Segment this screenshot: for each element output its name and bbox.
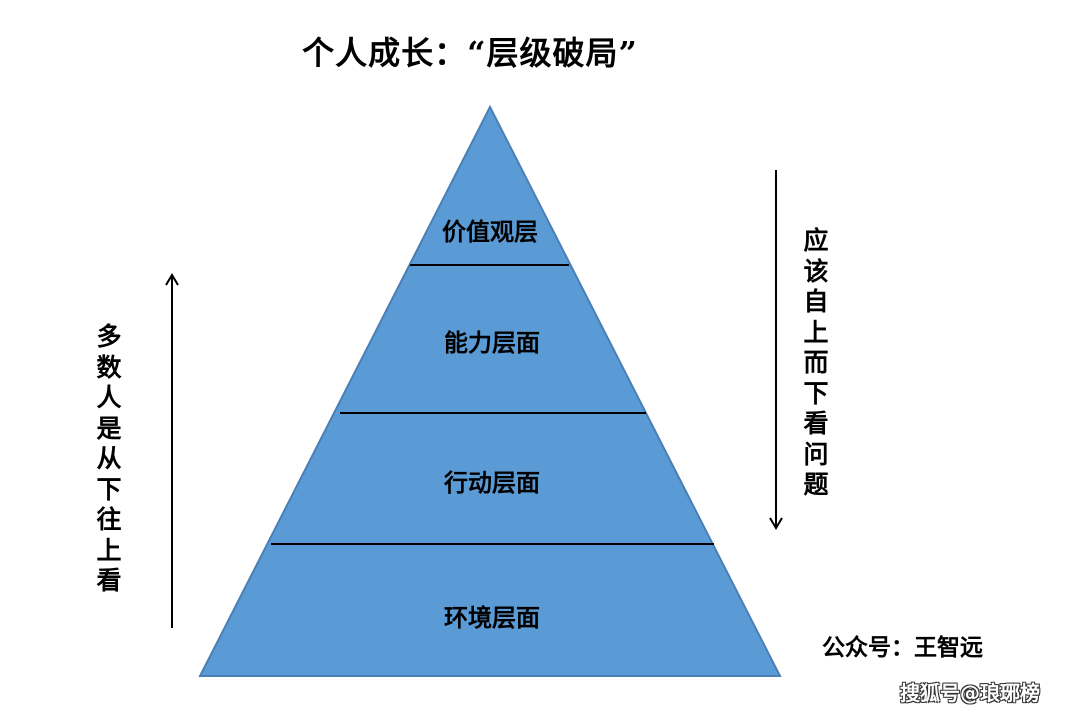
right-annotation-text: 应该自上而下看问题 bbox=[803, 226, 829, 499]
layer-label-ability: 能力层面 bbox=[444, 328, 540, 357]
diagram-title: 个人成长：“层级破局” bbox=[302, 34, 638, 72]
left-annotation-text: 多数人是从下往上看 bbox=[96, 322, 122, 595]
layer-label-environment: 环境层面 bbox=[444, 603, 540, 632]
layer-label-values: 价值观层 bbox=[442, 217, 538, 246]
author-credit: 公众号：王智远 bbox=[822, 634, 983, 661]
pyramid-shape bbox=[198, 104, 782, 677]
watermark: 搜狐号@琅琊榜 bbox=[900, 681, 1040, 705]
up-arrow-head bbox=[165, 273, 179, 286]
down-arrow-head bbox=[769, 517, 783, 530]
layer-label-action: 行动层面 bbox=[444, 468, 540, 497]
